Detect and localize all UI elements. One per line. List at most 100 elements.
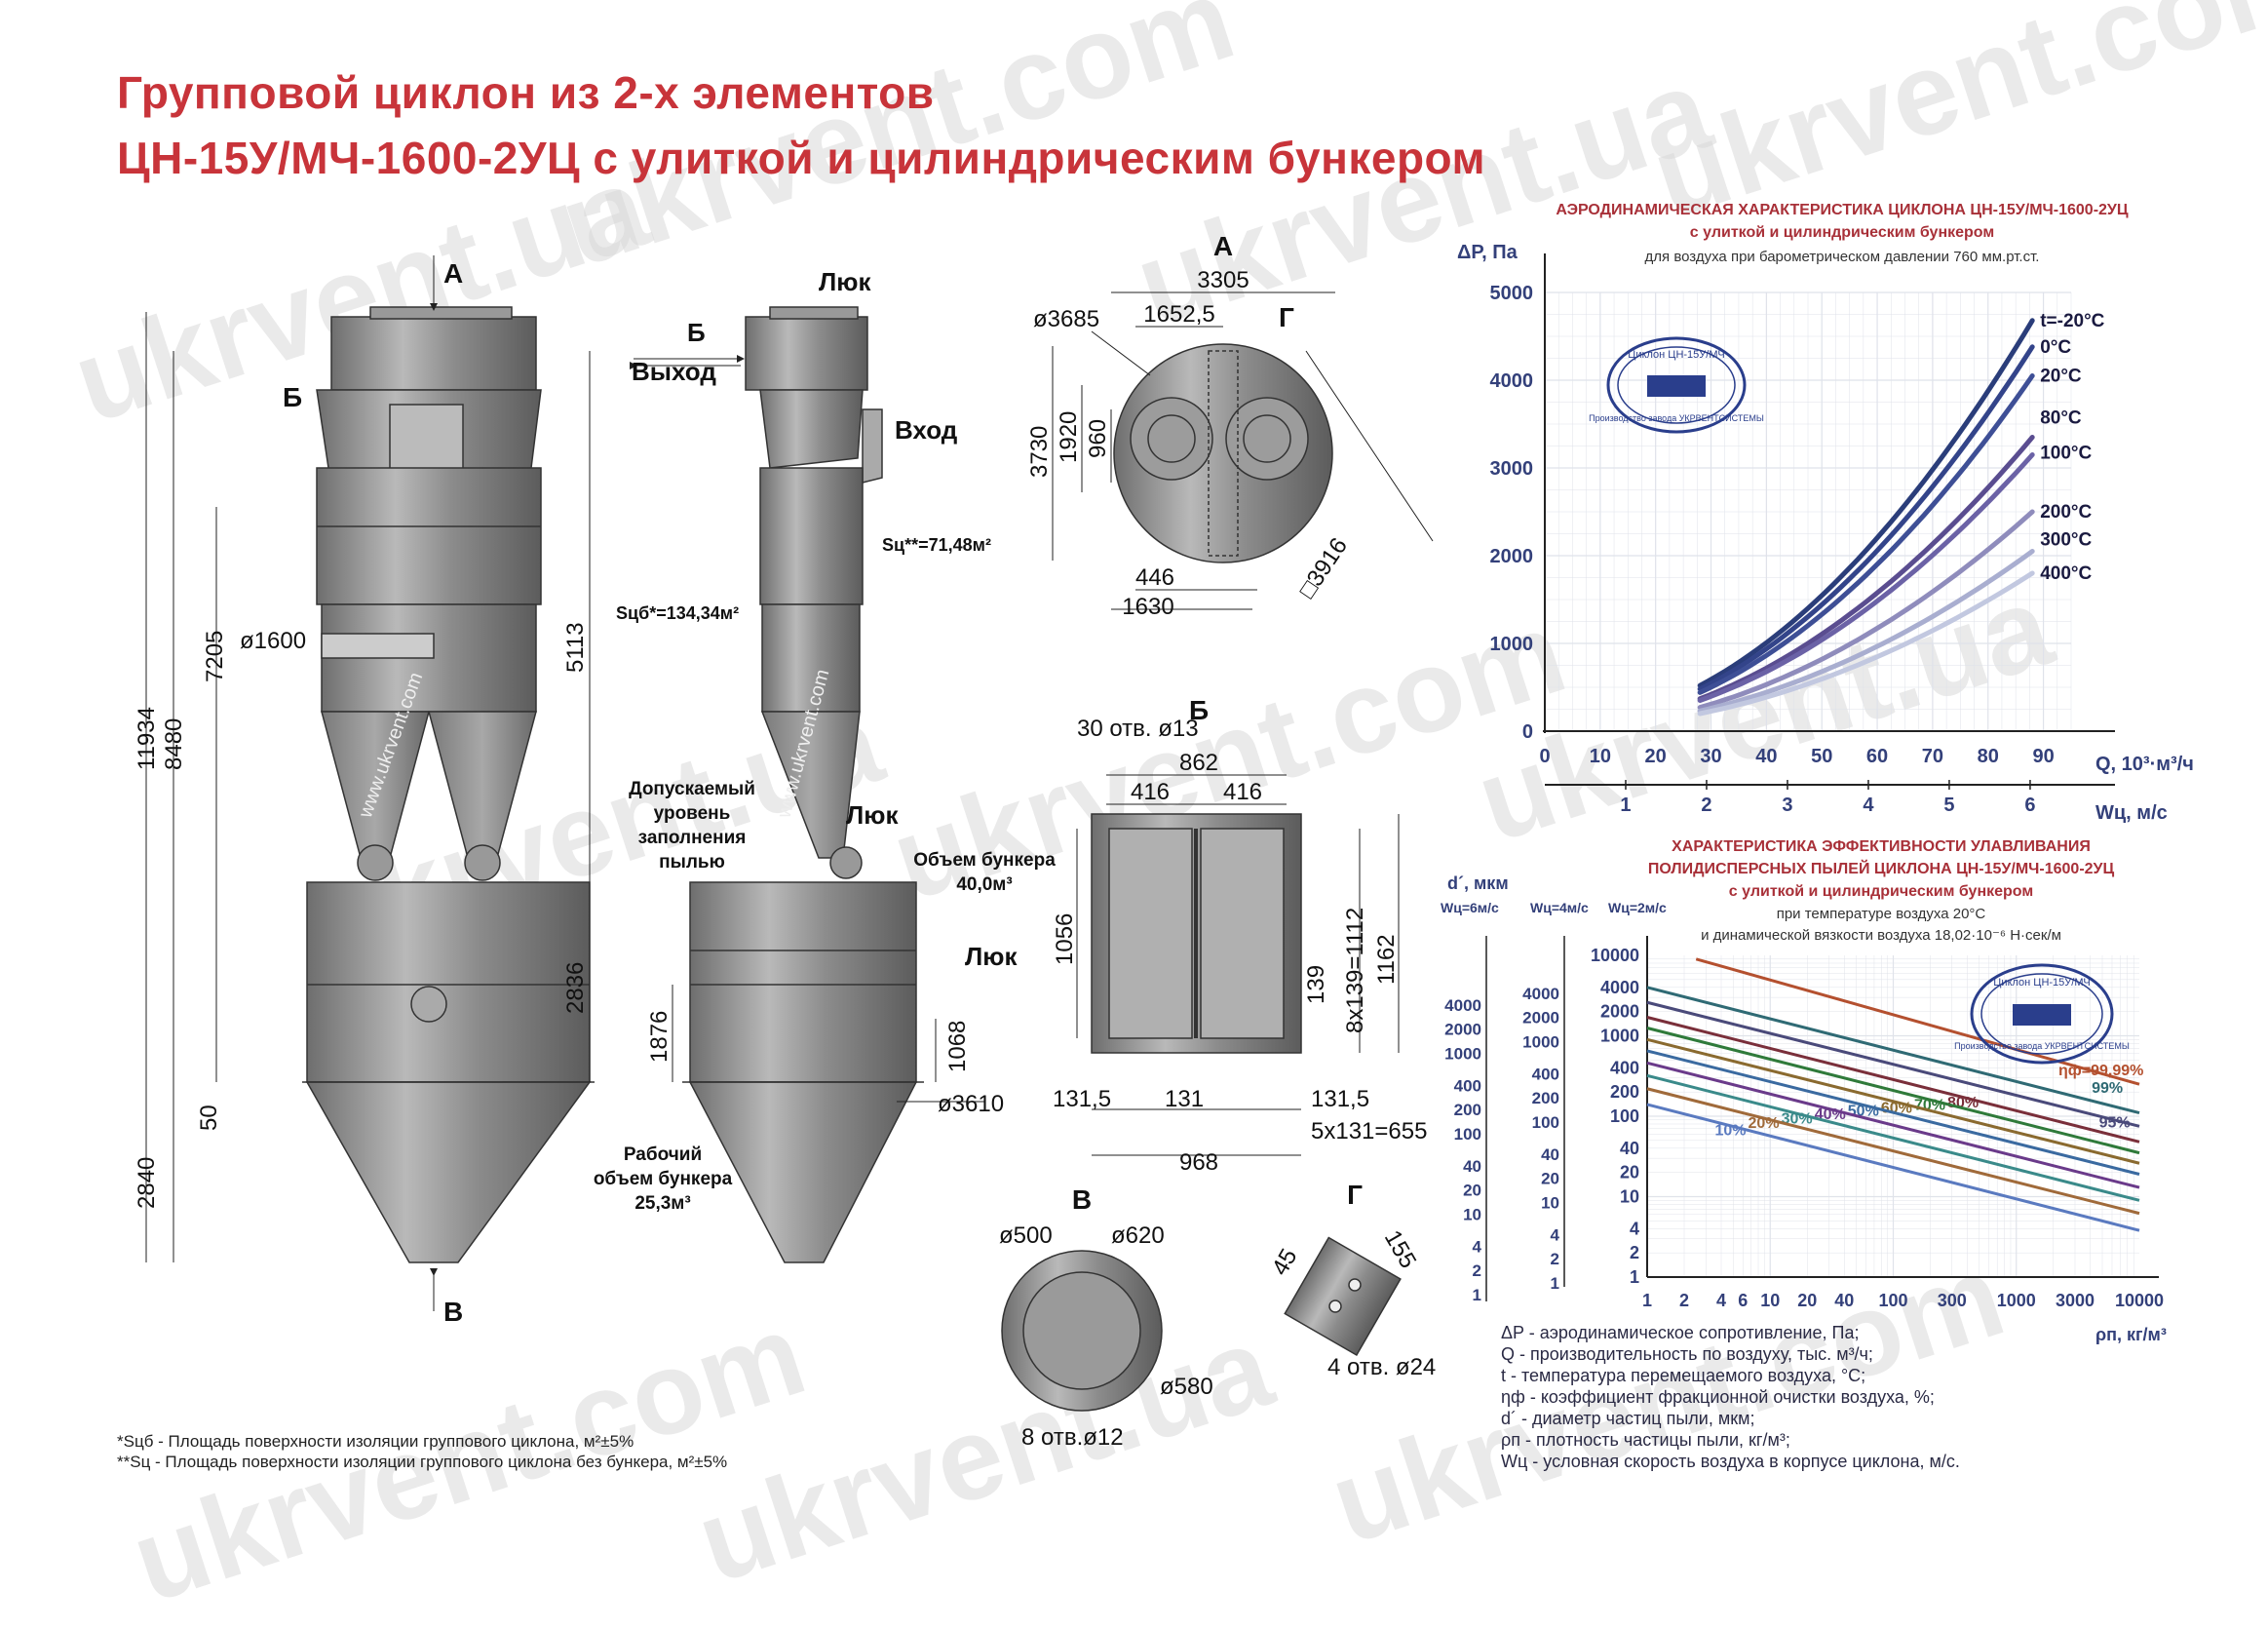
chart2-ytick-w4: 2000 — [1522, 1009, 1559, 1028]
view-g-title: Г — [1347, 1180, 1363, 1210]
dim-862: 862 — [1179, 750, 1218, 776]
chart2-ytick-w4: 400 — [1532, 1065, 1559, 1083]
chart1-series-label: t=-20°C — [2040, 311, 2104, 331]
front-view-dimensions — [145, 255, 591, 1311]
dim-2836: 2836 — [562, 962, 589, 1014]
chart2-xtick: 40 — [1834, 1291, 1854, 1310]
chart2-ytick: 1 — [1630, 1267, 1639, 1287]
dim-3730: 3730 — [1026, 426, 1053, 478]
dim-5x131: 5x131=655 — [1311, 1118, 1427, 1144]
chart1-series-line — [1697, 373, 2035, 695]
dim-30holes: 30 отв. ø13 — [1077, 716, 1199, 742]
chart2-series-line — [1646, 1027, 2140, 1155]
dim-968: 968 — [1179, 1149, 1218, 1176]
chart2-ytick-w6: 1000 — [1444, 1045, 1481, 1064]
chart2-xtick: 300 — [1938, 1291, 1967, 1310]
chart1-ytick: 2000 — [1490, 546, 1534, 567]
chart2-ytick: 1000 — [1600, 1027, 1639, 1046]
chart2-ytick: 20 — [1620, 1163, 1639, 1183]
chart1-xtick: 50 — [1811, 746, 1832, 767]
page-title-line1: Групповой циклон из 2-х элементов — [117, 67, 935, 118]
side-label-exit: Выход — [632, 357, 716, 386]
side-label-inlet: Вход — [895, 415, 958, 445]
chart1-x2tick: 1 — [1620, 795, 1631, 816]
chart1-x2tick: 6 — [2024, 795, 2035, 816]
chart2-ytick-w6: 2000 — [1444, 1021, 1481, 1039]
chart2-ytick: 40 — [1620, 1139, 1639, 1158]
chart1-series-label: 300°C — [2040, 530, 2092, 551]
front-view — [302, 306, 595, 1263]
chart2-note2: и динамической вязкости воздуха 18,02·10… — [1701, 927, 2061, 944]
chart2-series-label: ηф=99,99% — [2058, 1063, 2143, 1079]
chart2-series-label: 99% — [2092, 1080, 2123, 1097]
fill-level-4: пылью — [659, 852, 725, 873]
legend-t: t - температура перемещаемого воздуха, °… — [1501, 1366, 1866, 1385]
legend-d: d´ - диаметр частиц пыли, мкм; — [1501, 1409, 1755, 1428]
chart2-xtick: 6 — [1738, 1291, 1748, 1310]
chart2-ytick-w4: 4000 — [1522, 985, 1559, 1003]
chart2-yscale-w6: Wц=6м/с — [1441, 900, 1499, 915]
chart2-series-label: 10% — [1714, 1123, 1746, 1140]
side-label-hatch-top: Люк — [819, 267, 871, 296]
dim-7205: 7205 — [202, 631, 228, 682]
dim-d3685: ø3685 — [1033, 306, 1099, 332]
chart2-yscale-w4: Wц=4м/с — [1530, 900, 1589, 915]
chart1-series-label: 80°C — [2040, 408, 2082, 429]
chart1-xtick: 10 — [1590, 746, 1611, 767]
chart2-logo: Циклон ЦН-15У/МЧ Производство завода УКР… — [1954, 963, 2130, 1065]
dim-d580: ø580 — [1160, 1374, 1213, 1400]
chart1-logo: Циклон ЦН-15У/МЧ Производство завода УКР… — [1589, 336, 1764, 434]
chart2-ytick-w6: 4000 — [1444, 996, 1481, 1015]
legend-w: Wц - условная скорость воздуха в корпусе… — [1501, 1452, 1960, 1471]
dim-1068: 1068 — [944, 1021, 971, 1072]
chart1-series-line — [1697, 570, 2035, 717]
chart2-series-line — [1646, 1073, 2140, 1202]
chart2-series-line — [1646, 1049, 2140, 1176]
chart1-note: для воздуха при барометрическом давлении… — [1645, 249, 2040, 265]
chart1-series-line — [1697, 549, 2035, 714]
chart2-xtick: 1 — [1642, 1291, 1652, 1310]
side-view — [682, 306, 924, 1263]
view-v — [1001, 1250, 1163, 1412]
view-b-labels: Б 30 отв. ø13 862 416 416 1056 8x139=111… — [1052, 695, 1427, 1176]
chart2-series-line — [1646, 1016, 2140, 1144]
chart2-ytick: 2 — [1630, 1243, 1639, 1262]
footnotes: *Sцб - Площадь поверхности изоляции груп… — [117, 1431, 727, 1472]
chart2-series-line — [1646, 1061, 2140, 1189]
view-a-g: Г — [1279, 302, 1294, 332]
chart2-ytick-w6: 1 — [1473, 1286, 1481, 1304]
chart1-series-line — [1697, 344, 2035, 692]
chart1-xtick: 80 — [1978, 746, 1999, 767]
view-b-title: Б — [1189, 695, 1209, 725]
chart1-x2label: Wц, м/с — [2095, 802, 2168, 824]
chart2-title2: ПОЛИДИСПЕРСНЫХ ПЫЛЕЙ ЦИКЛОНА ЦН-15У/МЧ-1… — [1648, 859, 2115, 877]
chart1-x2tick: 3 — [1782, 795, 1792, 816]
chart1-xtick: 40 — [1755, 746, 1777, 767]
chart2-series-line — [1646, 986, 2140, 1115]
chart2-xlabel: ρп, кг/м³ — [2095, 1325, 2167, 1344]
chart2-series-line — [1695, 957, 2140, 1086]
chart2-logo-bottom: Производство завода УКРВЕНТСИСТЕМЫ — [1954, 1041, 2130, 1051]
view-a-dims — [1052, 291, 1434, 610]
chart2-ytick-w6: 4 — [1473, 1237, 1482, 1256]
chart1-series-line — [1697, 452, 2035, 703]
work-volume-1: Рабочий — [624, 1144, 702, 1165]
dim-139: 139 — [1303, 965, 1329, 1004]
chart1-xtick: 0 — [1539, 746, 1550, 767]
dim-d1600: ø1600 — [240, 628, 306, 654]
dim-5113: 5113 — [562, 622, 589, 673]
chart1-series-label: 200°C — [2040, 502, 2092, 523]
dim-50: 50 — [196, 1105, 222, 1131]
front-label-v: В — [443, 1297, 463, 1327]
chart2-ytick-w4: 10 — [1541, 1194, 1559, 1213]
side-label-hatch-mid: Люк — [846, 800, 899, 830]
chart2-ytick-w4: 4 — [1551, 1225, 1560, 1244]
chart1-logo-top: Циклон ЦН-15У/МЧ — [1628, 349, 1724, 361]
chart2-ytick: 2000 — [1600, 1002, 1639, 1022]
dim-416a: 416 — [1131, 779, 1170, 805]
bunker-volume-2: 40,0м³ — [956, 874, 1012, 895]
dim-131-5b: 131,5 — [1311, 1086, 1369, 1112]
chart1-subtitle: с улиткой и цилиндрическим бункером — [1690, 224, 1994, 241]
